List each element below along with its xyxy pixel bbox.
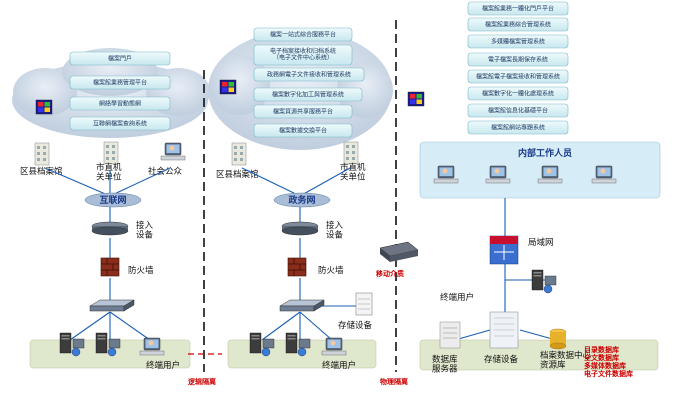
platform-box[interactable]: 互聯網檔案查詢系統	[69, 116, 171, 131]
platform-box[interactable]: 電子檔案長期保存系統	[467, 52, 569, 67]
network-node-internet[interactable]: 互联网	[84, 192, 142, 208]
building-icon	[231, 142, 247, 166]
zone-intranet: 檔案館業務一體化門戶平台 檔案館業務綜合管理系統 多媒體檔案管理系統 電子檔案長…	[407, 1, 661, 378]
source-label: 区县档案馆	[216, 169, 259, 180]
zone-internet: 檔案門戶 檔案館業務管理平台 網絡學習動態網 互聯網檔案查詢系統 区县档案馆	[12, 48, 210, 371]
svg-text:檔案一站式綜合服務平台: 檔案一站式綜合服務平台	[270, 31, 336, 39]
platform-box[interactable]: 檔案館信息化基礎平台	[467, 103, 569, 118]
svg-text:檔案館業務綜合管理系統: 檔案館業務綜合管理系統	[485, 21, 551, 29]
staff-label: 内部工作人员	[518, 147, 572, 159]
svg-text:互聯網檔案查詢系統: 互聯網檔案查詢系統	[93, 120, 147, 128]
svg-text:檔案館業務管理平台: 檔案館業務管理平台	[93, 79, 147, 87]
firewall-label: 防火墙	[318, 265, 344, 276]
ground-right	[419, 339, 659, 371]
users-label: 终端用户	[440, 292, 474, 303]
svg-text:檔案數字化加工與管理系統: 檔案數字化加工與管理系統	[272, 91, 344, 99]
svg-text:檔案館網站專題系統: 檔案館網站專題系統	[491, 124, 545, 132]
svg-text:檔案數字化一體化處理系統: 檔案數字化一體化處理系統	[482, 90, 554, 98]
database-item: 全文数据库	[583, 353, 619, 362]
platform-box[interactable]: 檔案館電子檔案接收和管理系統	[467, 69, 569, 84]
switch-icon	[89, 299, 135, 312]
router-icon	[281, 221, 319, 236]
network-lines	[44, 167, 171, 341]
right-platform-boxes: 檔案館業務一體化門戶平台 檔案館業務綜合管理系統 多媒體檔案管理系統 電子檔案長…	[467, 1, 569, 135]
svg-text:電子檔案長期保存系統: 電子檔案長期保存系統	[488, 56, 548, 64]
platform-box[interactable]: 政務網電子文件接收和管理系統	[253, 67, 365, 82]
platform-box[interactable]: 檔案數據交換平台	[253, 123, 353, 138]
building-icon	[343, 141, 359, 165]
database-item: 电子文件数据库	[584, 369, 633, 378]
platform-box[interactable]: 檔案門戶	[69, 51, 171, 66]
storage-icon	[489, 311, 519, 349]
platform-box[interactable]: 电子档案接收和归档系统（电子文件中心系统）	[253, 44, 353, 66]
storage-label: 存储设备	[484, 354, 519, 365]
platform-box[interactable]: 網絡學習動態網	[69, 96, 171, 111]
lan-label: 局域网	[528, 237, 554, 248]
svg-text:政务网: 政务网	[288, 194, 315, 206]
platform-box[interactable]: 檔案數字化一體化處理系統	[467, 86, 569, 101]
svg-text:互联网: 互联网	[99, 194, 126, 206]
pc-icon	[160, 142, 186, 161]
label-physical-isolation: 物理隔离	[380, 377, 408, 386]
platform-box[interactable]: 檔案館業務綜合管理系統	[467, 17, 569, 32]
platform-box[interactable]: 檔案一站式綜合服務平台	[253, 27, 353, 42]
left-platform-boxes: 檔案門戶 檔案館業務管理平台 網絡學習動態網 互聯網檔案查詢系統	[69, 51, 171, 131]
platform-box[interactable]: 檔案館業務一體化門戶平台	[467, 1, 569, 16]
svg-text:电子档案接收和归档系统（电子文件中心系统）: 电子档案接收和归档系统（电子文件中心系统）	[270, 47, 336, 62]
data-center-label: 档案数据中心资源库	[540, 350, 592, 370]
source-label: 市直机关单位	[96, 162, 122, 182]
svg-text:檔案資源共享服務平台: 檔案資源共享服務平台	[273, 108, 333, 116]
storage-icon	[355, 292, 373, 316]
windows-logo-icon	[35, 99, 53, 115]
windows-logo-icon	[407, 91, 425, 107]
building-icon	[34, 142, 50, 166]
svg-text:多媒體檔案管理系統: 多媒體檔案管理系統	[491, 38, 545, 46]
svg-text:網絡學習動態網: 網絡學習動態網	[99, 100, 141, 108]
firewall-icon	[287, 257, 307, 277]
platform-box[interactable]: 檔案資源共享服務平台	[253, 104, 353, 119]
mobile-media-icon	[379, 241, 419, 262]
server-icon	[531, 269, 557, 294]
database-list: 目录数据库 全文数据库 多媒体数据库 电子文件数据库	[583, 345, 633, 378]
network-node-government[interactable]: 政务网	[273, 192, 331, 208]
zone-government-network: 檔案一站式綜合服務平台 电子档案接收和归档系统（电子文件中心系统） 政務網電子文…	[208, 27, 393, 371]
db-server-label: 数据库服务器	[432, 354, 458, 374]
platform-box[interactable]: 多媒體檔案管理系統	[467, 34, 569, 49]
svg-text:檔案數據交換平台: 檔案數據交換平台	[279, 127, 327, 135]
lan-switch-icon	[489, 235, 519, 265]
source-label: 区县档案馆	[20, 166, 63, 177]
database-item: 目录数据库	[584, 345, 619, 354]
label-logical-isolation: 逻辑隔离	[188, 377, 216, 386]
svg-text:檔案館信息化基礎平台: 檔案館信息化基礎平台	[488, 107, 548, 115]
building-icon	[103, 141, 119, 165]
middle-platform-boxes: 檔案一站式綜合服務平台 电子档案接收和归档系统（电子文件中心系统） 政務網電子文…	[253, 27, 365, 138]
staff-panel: 内部工作人员	[419, 141, 661, 199]
source-label: 市直机关单位	[340, 162, 366, 182]
firewall-icon	[100, 257, 120, 277]
windows-logo-icon	[219, 79, 237, 95]
platform-box[interactable]: 檔案館業務管理平台	[69, 75, 171, 90]
access-label: 接入设备	[136, 220, 154, 240]
svg-text:檔案館電子檔案接收和管理系統: 檔案館電子檔案接收和管理系統	[476, 73, 560, 81]
platform-box[interactable]: 檔案館網站專題系統	[467, 120, 569, 135]
svg-text:檔案館業務一體化門戶平台: 檔案館業務一體化門戶平台	[482, 5, 554, 13]
source-label: 社会公众	[148, 166, 183, 177]
db-server-icon	[439, 321, 461, 349]
users-label: 终端用户	[146, 360, 180, 371]
users-label: 终端用户	[322, 360, 356, 371]
firewall-label: 防火墙	[128, 265, 154, 276]
access-label: 接入设备	[326, 220, 344, 240]
storage-label: 存储设备	[338, 320, 373, 331]
database-item: 多媒体数据库	[584, 361, 626, 370]
svg-text:政務網電子文件接收和管理系統: 政務網電子文件接收和管理系統	[267, 71, 351, 79]
svg-text:檔案門戶: 檔案門戶	[108, 55, 132, 63]
router-icon	[91, 221, 129, 236]
network-lines	[241, 167, 358, 341]
label-mobile-media: 移动介质	[376, 269, 404, 278]
database-cylinder-icon	[549, 328, 567, 350]
switch-icon	[279, 299, 325, 312]
platform-box[interactable]: 檔案數字化加工與管理系統	[253, 87, 363, 102]
